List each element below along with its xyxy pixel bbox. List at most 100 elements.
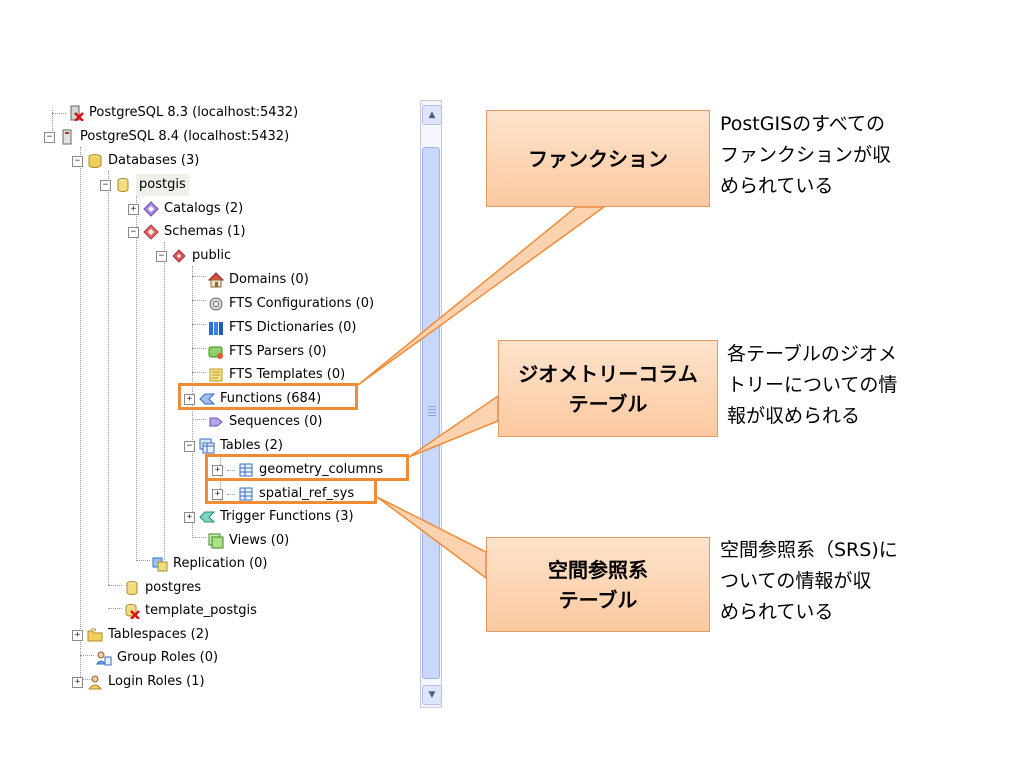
collapse-toggle-icon[interactable]: −: [184, 440, 195, 452]
collapse-toggle-icon[interactable]: −: [128, 226, 139, 238]
description-line: められている: [720, 175, 834, 197]
tree-node-geometry-columns[interactable]: + geometry_columns: [212, 459, 383, 481]
tree-node-databases[interactable]: − Databases (3): [72, 150, 199, 172]
tree-node-fts-dictionaries[interactable]: FTS Dictionaries (0): [208, 317, 357, 339]
tree-node-fts-templates[interactable]: FTS Templates (0): [208, 364, 345, 386]
tree-node-server-83[interactable]: PostgreSQL 8.3 (localhost:5432): [68, 102, 298, 124]
tree-node-schemas[interactable]: − Schemas (1): [128, 221, 246, 243]
tree-node-label-selected: postgis: [136, 174, 189, 196]
sequences-icon: [209, 417, 223, 427]
tree-node-catalogs[interactable]: + Catalogs (2): [128, 198, 243, 220]
tree-line: [108, 585, 122, 586]
tree-node-label: FTS Configurations (0): [229, 296, 375, 311]
expand-toggle-icon[interactable]: +: [72, 676, 83, 688]
tree-line: [164, 242, 165, 560]
collapse-toggle-icon[interactable]: −: [156, 250, 167, 262]
tree-node-label: Tablespaces (2): [108, 627, 210, 642]
callout-spatial-ref-sys: 空間参照系 テーブル: [486, 537, 710, 632]
tree-node-label: Tables (2): [220, 438, 283, 453]
tree-node-label: spatial_ref_sys: [259, 486, 355, 501]
tree-node-fts-configurations[interactable]: FTS Configurations (0): [208, 293, 374, 315]
tree-line: [192, 276, 206, 277]
tree-node-db-postgis[interactable]: − postgis: [100, 174, 189, 196]
expand-toggle-icon[interactable]: +: [212, 488, 223, 500]
expand-toggle-icon[interactable]: +: [184, 393, 195, 405]
description-line: 各テーブルのジオメ: [727, 343, 897, 365]
tree-line: [80, 679, 94, 680]
tree-node-db-template-postgis[interactable]: template_postgis: [124, 600, 257, 622]
tree-node-views[interactable]: Views (0): [208, 530, 289, 552]
expand-toggle-icon[interactable]: +: [212, 464, 223, 476]
tree-line: [136, 195, 137, 561]
callout-geometry-title-line2: テーブル: [568, 391, 648, 416]
tree-node-label: Trigger Functions (3): [220, 509, 354, 524]
schema-icon: [172, 249, 186, 263]
callout-geometry-columns: ジオメトリーコラム テーブル: [498, 340, 718, 437]
tree-node-spatial-ref-sys[interactable]: + spatial_ref_sys: [212, 483, 354, 505]
fts-configurations-icon: [209, 297, 223, 311]
tree-line: [192, 300, 206, 301]
scroll-down-icon[interactable]: ▼: [422, 685, 442, 705]
tree-line: [80, 147, 81, 679]
connector-srs: [376, 496, 487, 580]
tree-node-label: Views (0): [229, 533, 290, 548]
tree-node-sequences[interactable]: Sequences (0): [208, 411, 322, 433]
description-line: 報が収められる: [727, 405, 861, 427]
tree-node-fts-parsers[interactable]: FTS Parsers (0): [208, 341, 327, 363]
tree-line: [80, 655, 94, 656]
vertical-scrollbar[interactable]: ▲ ▼: [420, 100, 442, 708]
collapse-toggle-icon[interactable]: −: [72, 155, 83, 167]
tree-node-functions[interactable]: + Functions (684): [184, 388, 321, 410]
tree-node-db-postgres[interactable]: postgres: [124, 577, 201, 599]
tree-node-login-roles[interactable]: + Login Roles (1): [72, 671, 205, 693]
server-disconnected-icon: [70, 105, 84, 121]
tree-node-label: Sequences (0): [229, 414, 323, 429]
tablespaces-icon: [87, 628, 103, 642]
description-functions: PostGISのすべての ファンクションが収 められている: [720, 109, 891, 202]
tree-node-tables[interactable]: − Tables (2): [184, 435, 283, 457]
highlight-functions: [178, 383, 358, 410]
tree-line: [192, 537, 206, 538]
tree-node-label: geometry_columns: [259, 462, 384, 477]
fts-parsers-icon: [208, 346, 223, 359]
tree-node-replication[interactable]: Replication (0): [152, 553, 268, 575]
tree-node-domains[interactable]: Domains (0): [208, 269, 309, 291]
catalogs-icon: [143, 201, 159, 217]
callout-srs-title-line1: 空間参照系: [548, 557, 648, 582]
tree-line: [108, 171, 109, 585]
scrollbar-thumb[interactable]: [422, 147, 440, 679]
views-icon: [208, 533, 224, 549]
tree-line: [108, 608, 122, 609]
description-spatial-ref-sys: 空間参照系（SRS)に ついての情報が収 められている: [720, 535, 898, 628]
tree-node-tablespaces[interactable]: + Tablespaces (2): [72, 624, 209, 646]
connector-geometry: [408, 394, 499, 458]
database-icon: [126, 581, 138, 595]
tree-node-label: Functions (684): [220, 391, 322, 406]
description-line: トリーについての情: [727, 374, 898, 396]
trigger-functions-icon: [199, 511, 215, 523]
tree-node-label: FTS Templates (0): [229, 367, 346, 382]
tree-node-label: FTS Parsers (0): [229, 344, 327, 359]
expand-toggle-icon[interactable]: +: [128, 203, 139, 215]
tree-node-label: Group Roles (0): [117, 650, 219, 665]
tree-line: [192, 372, 206, 373]
tree-node-label: PostgreSQL 8.3 (localhost:5432): [89, 105, 299, 120]
description-line: められている: [720, 601, 834, 623]
database-disconnected-icon: [125, 604, 140, 619]
scroll-up-icon[interactable]: ▲: [422, 105, 442, 125]
callout-srs-title-line2: テーブル: [558, 587, 638, 612]
tables-icon: [199, 438, 215, 454]
tree-node-label: postgres: [145, 580, 202, 595]
group-roles-icon: [96, 651, 112, 666]
collapse-toggle-icon[interactable]: −: [44, 131, 55, 143]
expand-toggle-icon[interactable]: +: [72, 629, 83, 641]
description-line: ファンクションが収: [720, 144, 892, 166]
tree-node-public[interactable]: − public: [156, 245, 231, 267]
tree-line: [192, 324, 206, 325]
tree-node-trigger-functions[interactable]: + Trigger Functions (3): [184, 506, 354, 528]
collapse-toggle-icon[interactable]: −: [100, 179, 111, 191]
tree-node-group-roles[interactable]: Group Roles (0): [96, 647, 218, 669]
tree-node-server-84[interactable]: − PostgreSQL 8.4 (localhost:5432): [44, 126, 289, 148]
expand-toggle-icon[interactable]: +: [184, 511, 195, 523]
